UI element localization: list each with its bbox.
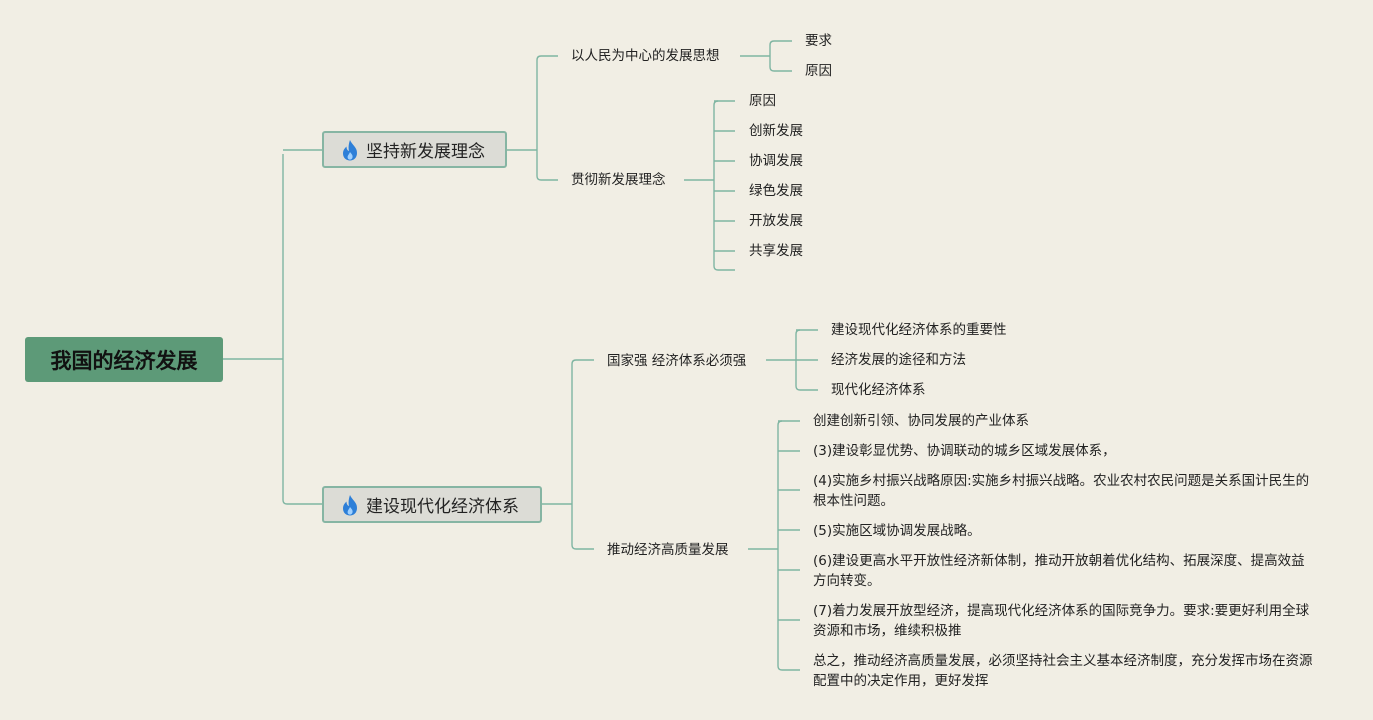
leaf-node[interactable]: 开放发展 <box>749 213 803 229</box>
root-node[interactable]: 我国的经济发展 <box>25 337 223 382</box>
leaf-node[interactable]: 建设现代化经济体系的重要性 <box>831 322 1007 338</box>
leaf-node[interactable]: 原因 <box>749 93 776 109</box>
branch-node-new-development-concept[interactable]: 坚持新发展理念 <box>322 131 507 168</box>
subtopic-implement-concept[interactable]: 贯彻新发展理念 <box>571 172 666 188</box>
leaf-node[interactable]: (7)着力发展开放型经济，提高现代化经济体系的国际竞争力。要求:要更好利用全球资… <box>813 603 1310 639</box>
leaf-node[interactable]: 创建创新引领、协同发展的产业体系 <box>813 413 1029 429</box>
flame-icon <box>340 494 360 516</box>
branch-label: 坚持新发展理念 <box>366 142 485 162</box>
subtopic-strong-economy[interactable]: 国家强 经济体系必须强 <box>607 353 747 369</box>
branch-node-modern-economic-system[interactable]: 建设现代化经济体系 <box>322 486 542 523</box>
leaf-node[interactable]: 原因 <box>805 63 832 79</box>
leaf-node[interactable]: (3)建设彰显优势、协调联动的城乡区域发展体系， <box>813 443 1116 459</box>
leaf-node[interactable]: (4)实施乡村振兴战略原因:实施乡村振兴战略。农业农村农民问题是关系国计民生的根… <box>813 473 1310 509</box>
leaf-node[interactable]: 现代化经济体系 <box>831 382 926 398</box>
leaf-node[interactable]: 绿色发展 <box>749 183 803 199</box>
subtopic-people-centered[interactable]: 以人民为中心的发展思想 <box>571 48 720 64</box>
leaf-node[interactable]: 共享发展 <box>749 243 803 259</box>
subtopic-high-quality-development[interactable]: 推动经济高质量发展 <box>607 542 729 558</box>
leaf-node[interactable]: 要求 <box>805 33 832 49</box>
leaf-node[interactable]: (5)实施区域协调发展战略。 <box>813 523 981 539</box>
leaf-node[interactable]: 协调发展 <box>749 153 803 169</box>
leaf-node[interactable]: 创新发展 <box>749 123 803 139</box>
leaf-node[interactable]: 总之，推动经济高质量发展，必须坚持社会主义基本经济制度，充分发挥市场在资源配置中… <box>813 653 1313 689</box>
leaf-node[interactable]: (6)建设更高水平开放性经济新体制，推动开放朝着优化结构、拓展深度、提高效益方向… <box>813 553 1305 589</box>
branch-label: 建设现代化经济体系 <box>366 497 519 517</box>
flame-icon <box>340 139 360 161</box>
leaf-node[interactable]: 经济发展的途径和方法 <box>831 352 966 368</box>
